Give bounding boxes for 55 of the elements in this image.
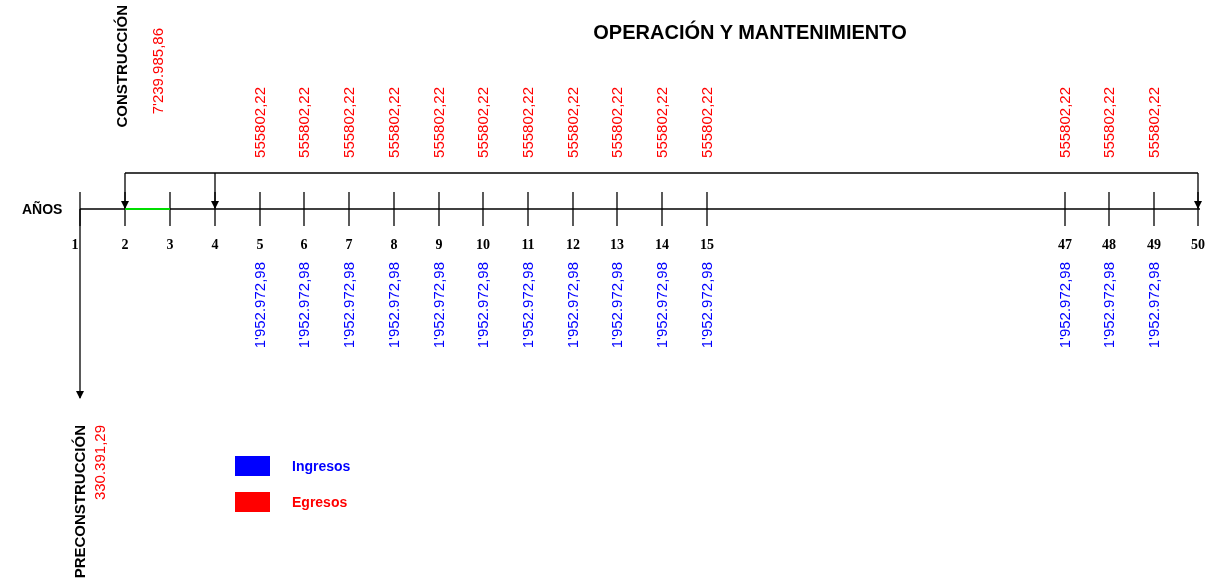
amount-label: 1'952.972,98: [340, 262, 356, 349]
legend-label: Egresos: [292, 495, 348, 509]
amount-label: 555802,22: [295, 87, 311, 158]
year-label: 47: [1058, 238, 1072, 252]
amount-label: 1'952.972,98: [1100, 262, 1116, 349]
year-label: 5: [256, 238, 264, 252]
amount-label: 1'952.972,98: [564, 262, 580, 349]
year-label: 11: [521, 238, 535, 252]
year-label: 10: [476, 238, 490, 252]
amount-label: 1'952.972,98: [1056, 262, 1072, 349]
amount-label: 555802,22: [564, 87, 580, 158]
year-label: 48: [1102, 238, 1116, 252]
year-label: 13: [610, 238, 624, 252]
year-label: 50: [1191, 238, 1205, 252]
amount-label: 555802,22: [1100, 87, 1116, 158]
amount-label: 1'952.972,98: [251, 262, 267, 349]
year-label: 9: [435, 238, 443, 252]
amount-label: 1'952.972,98: [430, 262, 446, 349]
amount-label: 1'952.972,98: [1145, 262, 1161, 349]
amount-label: 555802,22: [1056, 87, 1072, 158]
year-label: 6: [300, 238, 308, 252]
amount-label: 1'952.972,98: [474, 262, 490, 349]
year-label: 15: [700, 238, 714, 252]
year-label: 7: [345, 238, 353, 252]
amount-label: 555802,22: [653, 87, 669, 158]
amount-label: 1'952.972,98: [698, 262, 714, 349]
amount-label: 555802,22: [519, 87, 535, 158]
year-label: 14: [655, 238, 669, 252]
amount-label: 7'239.985,86: [149, 28, 165, 115]
amount-label: 555802,22: [340, 87, 356, 158]
year-label: 12: [566, 238, 580, 252]
amount-label: 555802,22: [474, 87, 490, 158]
amount-label: 555802,22: [385, 87, 401, 158]
amount-label: 555802,22: [251, 87, 267, 158]
phase-label: CONSTRUCCIÓN: [113, 5, 129, 128]
amount-label: 330.391,29: [91, 425, 107, 501]
amount-label: 1'952.972,98: [519, 262, 535, 349]
phase-label: PRECONSTRUCCIÓN: [71, 425, 87, 579]
amount-label: 1'952.972,98: [653, 262, 669, 349]
amount-label: 1'952.972,98: [295, 262, 311, 349]
amount-label: 555802,22: [698, 87, 714, 158]
year-label: 4: [211, 238, 219, 252]
amount-label: 555802,22: [608, 87, 624, 158]
year-label: 49: [1147, 238, 1161, 252]
amount-label: 555802,22: [1145, 87, 1161, 158]
amount-label: 555802,22: [430, 87, 446, 158]
year-label: 1: [71, 238, 79, 252]
year-label: 8: [390, 238, 398, 252]
amount-label: 1'952.972,98: [385, 262, 401, 349]
year-label: 3: [166, 238, 174, 252]
legend-label: Ingresos: [292, 459, 351, 473]
axis-label: AÑOS: [22, 202, 63, 216]
title: OPERACIÓN Y MANTENIMIENTO: [593, 22, 907, 42]
year-label: 2: [121, 238, 129, 252]
amount-label: 1'952.972,98: [608, 262, 624, 349]
